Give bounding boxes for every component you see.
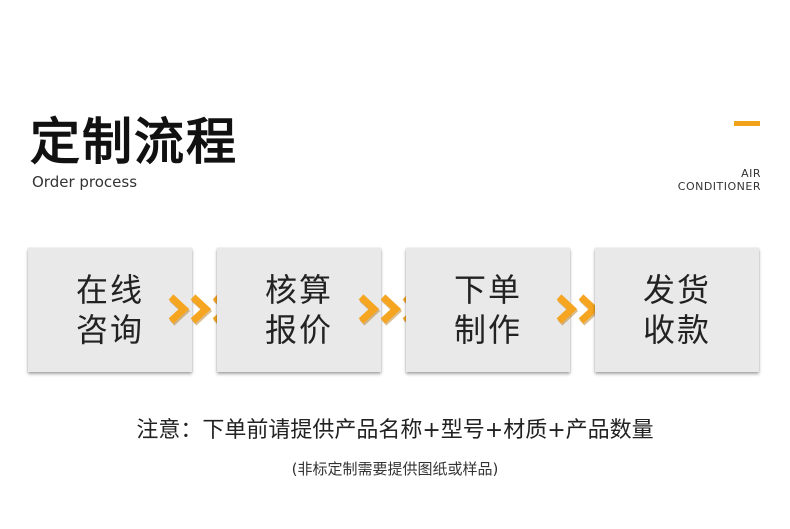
page-subtitle: Order process (32, 173, 138, 191)
step-label-line1: 下单 (453, 271, 522, 309)
category-tag: AIR CONDITIONER (678, 167, 761, 193)
category-tag-line2: CONDITIONER (677, 180, 761, 193)
step-label-line1: 在线 (75, 271, 144, 309)
step-label-line2: 报价 (264, 311, 333, 349)
step-label-line1: 核算 (264, 271, 333, 309)
step-card-deliver: 发货 收款 (595, 248, 759, 372)
step-card-produce: 下单 制作 (406, 248, 570, 372)
step-label-line2: 制作 (453, 311, 522, 349)
order-subnote: (非标定制需要提供图纸或样品) (291, 460, 499, 478)
step-label-line2: 收款 (642, 311, 711, 349)
step-card-quote: 核算 报价 (217, 248, 381, 372)
accent-bar (734, 121, 760, 126)
category-tag-line1: AIR (741, 167, 761, 180)
step-label-line1: 发货 (642, 271, 711, 309)
step-label-line2: 咨询 (75, 311, 144, 349)
page-title: 定制流程 (30, 113, 238, 171)
step-card-consult: 在线 咨询 (28, 248, 192, 372)
order-note: 注意：下单前请提供产品名称+型号+材质+产品数量 (136, 418, 654, 443)
